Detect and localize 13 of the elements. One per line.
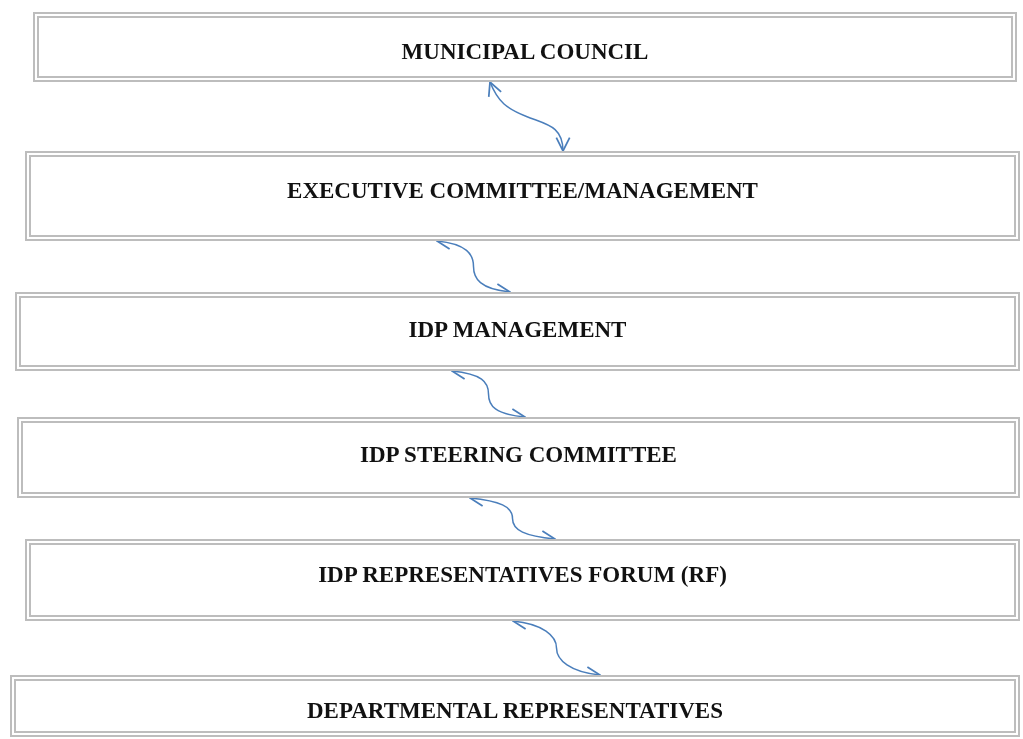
box-label: IDP MANAGEMENT xyxy=(407,316,628,344)
process-box xyxy=(33,12,1017,82)
process-box xyxy=(25,539,1020,621)
box-label: DEPARTMENTAL REPRESENTATIVES xyxy=(305,697,724,725)
process-box xyxy=(25,151,1020,241)
process-box xyxy=(10,675,1020,737)
box-label: MUNICIPAL COUNCIL xyxy=(400,38,650,66)
box-label: IDP REPRESENTATIVES FORUM (RF) xyxy=(317,561,728,589)
curved-double-arrow xyxy=(488,81,570,152)
process-box xyxy=(17,417,1020,498)
box-label: EXECUTIVE COMMITTEE/MANAGEMENT xyxy=(286,177,759,205)
process-box xyxy=(15,292,1020,371)
box-label: IDP STEERING COMMITTEE xyxy=(359,441,678,469)
